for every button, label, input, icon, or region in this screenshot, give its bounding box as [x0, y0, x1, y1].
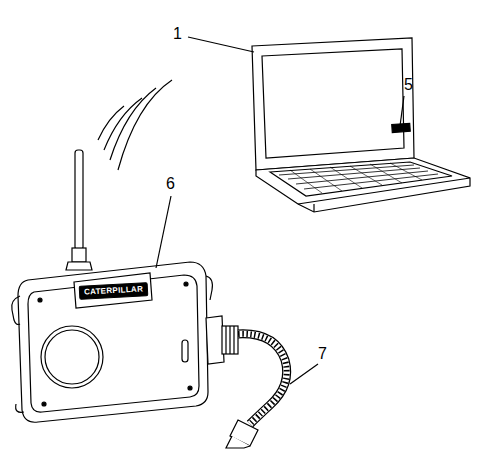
- screw: [42, 402, 46, 406]
- laptop-edge: [313, 204, 314, 212]
- laptop-base: [256, 158, 470, 212]
- antenna-base: [72, 248, 86, 262]
- laptop-edge: [298, 178, 470, 204]
- connector-ribs: [226, 326, 234, 354]
- callout-number: 1: [173, 26, 182, 42]
- connector-body: [222, 326, 238, 354]
- round-window: [41, 326, 103, 388]
- leader-line: [290, 364, 318, 384]
- indicator-slot: [182, 340, 188, 362]
- leader-line: [188, 37, 254, 52]
- leader-line: [156, 196, 171, 268]
- keyboard: [270, 162, 452, 196]
- wireless-card: [392, 123, 411, 132]
- cable-braid: [238, 334, 287, 424]
- mounting-ear: [16, 404, 24, 412]
- screw: [184, 282, 188, 286]
- laptop-screen: [262, 49, 404, 158]
- connector-flange: [206, 316, 224, 364]
- plug-tip: [226, 436, 250, 448]
- callout-number: 5: [404, 77, 413, 93]
- leader-line: [400, 96, 404, 126]
- round-window-ring: [45, 330, 99, 384]
- logo-plate: [74, 273, 152, 308]
- screw: [188, 386, 192, 390]
- cable-outline: [238, 334, 287, 424]
- key-columns: [290, 163, 422, 193]
- radio-module-body: [18, 262, 208, 422]
- screw: [38, 298, 42, 302]
- antenna: [75, 150, 83, 250]
- radio-module-lid: [28, 275, 199, 412]
- mounting-ear: [12, 296, 20, 325]
- radio-wave: [110, 88, 156, 160]
- radio-wave: [118, 80, 172, 170]
- callout-number: 7: [318, 346, 327, 362]
- cable: [238, 334, 287, 424]
- antenna-nut: [66, 262, 92, 270]
- callout-number: 6: [166, 176, 175, 192]
- radio-wave: [104, 98, 142, 150]
- mounting-ear: [206, 276, 212, 300]
- laptop-lid: [252, 38, 414, 170]
